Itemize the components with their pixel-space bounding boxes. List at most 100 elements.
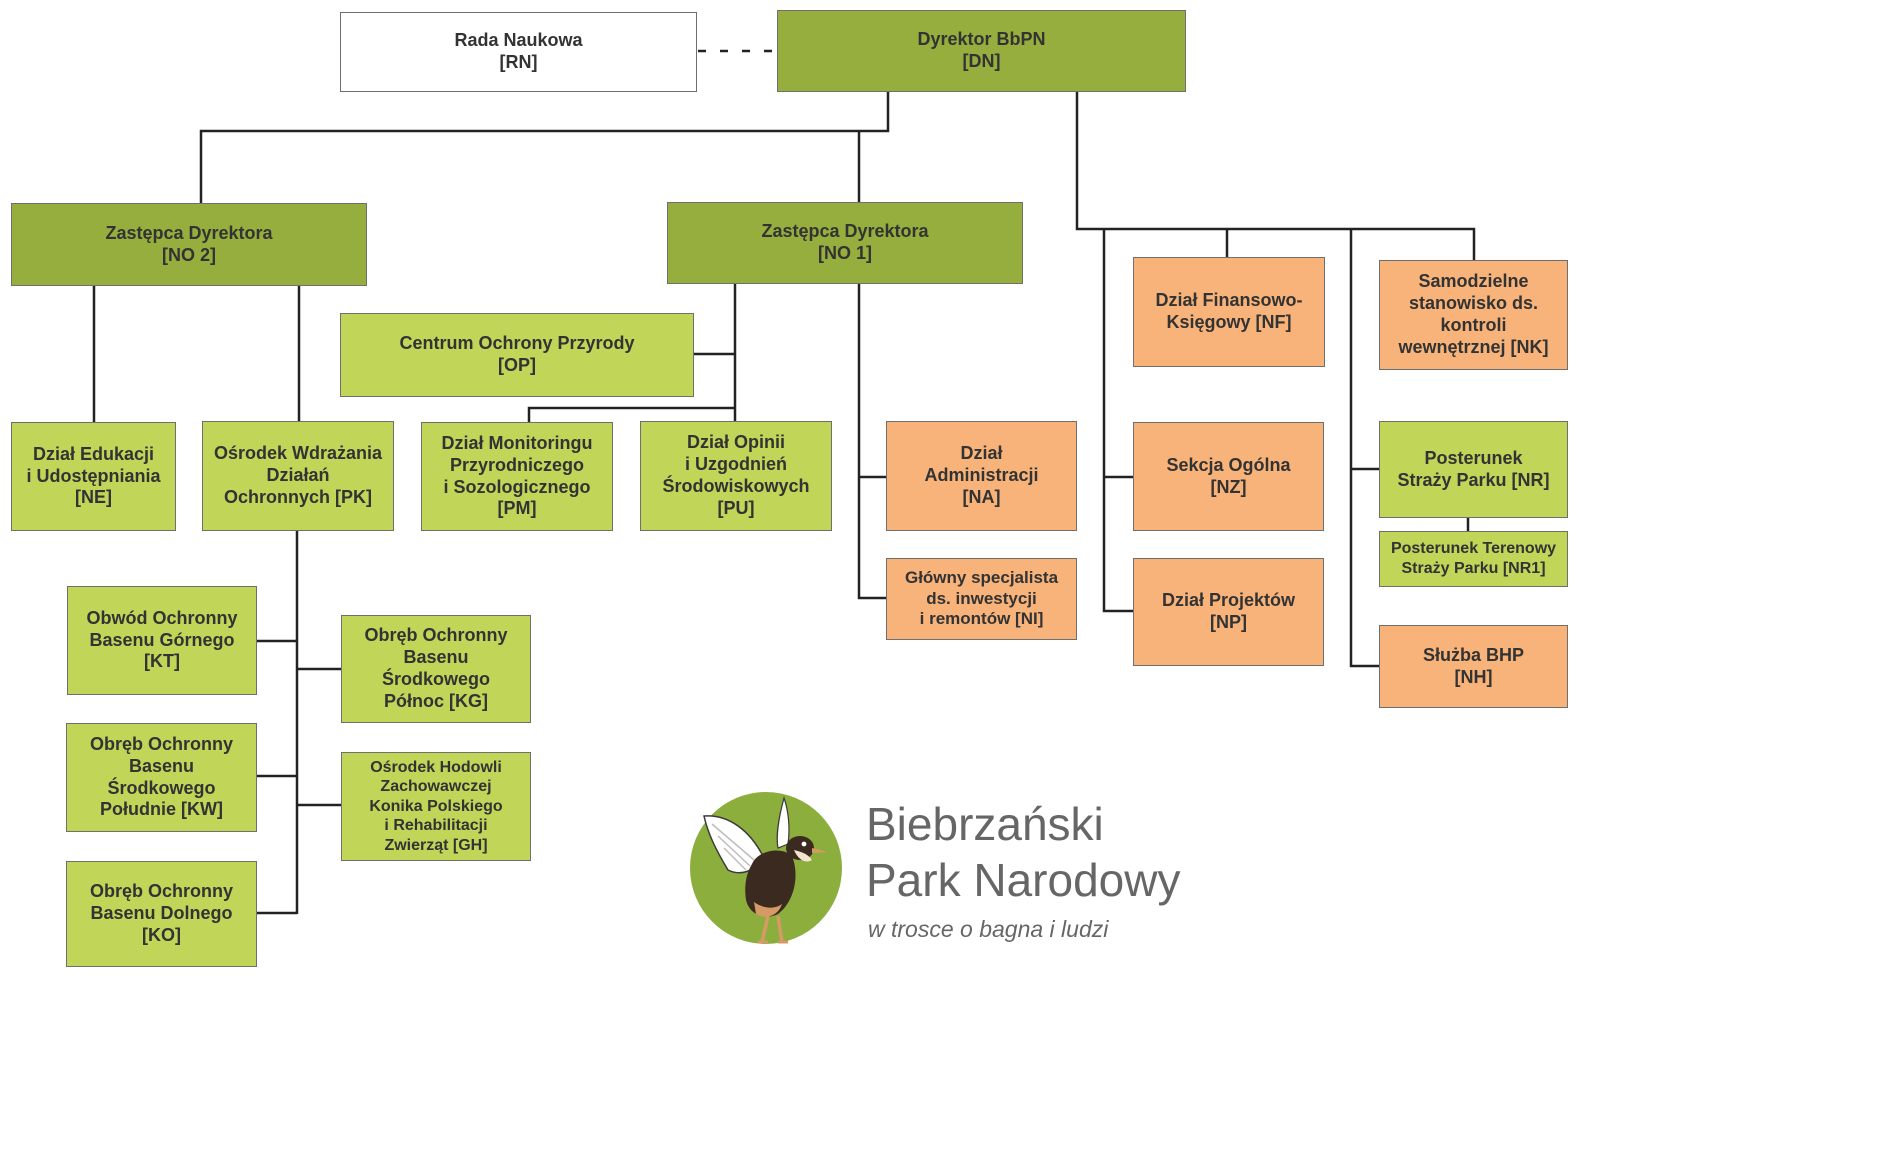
- centrum-ochrony-przyrody-box: Centrum Ochrony Przyrody[OP]: [340, 313, 694, 397]
- box-line: [KO]: [142, 924, 181, 945]
- box-line: Zwierząt [GH]: [384, 836, 488, 854]
- box-line: i Sozologicznego: [443, 476, 591, 497]
- connector-nz-np-bus: [1102, 229, 1133, 613]
- box-line: Dział Opinii: [686, 432, 785, 453]
- box-line: Basenu: [128, 755, 195, 776]
- zastepca-no1-box: Zastępca Dyrektora[NO 1]: [667, 202, 1023, 284]
- box-line: Basenu Górnego: [89, 629, 235, 650]
- logo-name-line2: Park Narodowy: [866, 854, 1181, 906]
- box-line: Obręb Ochronny: [89, 881, 233, 902]
- sekcja-ogolna-box: Sekcja Ogólna[NZ]: [1133, 422, 1324, 531]
- ruff-bird-icon: [690, 792, 842, 944]
- connector-lines: [92, 49, 1476, 915]
- box-line: [NO 2]: [162, 244, 216, 265]
- dzial-projektow-box: Dział Projektów[NP]: [1133, 558, 1324, 666]
- box-line: [OP]: [498, 355, 536, 375]
- box-line: Zastępca Dyrektora: [761, 221, 929, 242]
- rada-naukowa-box: Rada Naukowa[RN]: [340, 12, 697, 92]
- box-line: [NH]: [1454, 666, 1493, 687]
- box-line: Dział Projektów: [1161, 590, 1296, 611]
- box-line: i remontów [NI]: [919, 609, 1044, 629]
- box-line: [DN]: [962, 51, 1001, 71]
- org-chart: Rada Naukowa[RN] Dyrektor BbPN[DN] Zastę…: [11, 10, 1568, 967]
- box-line: Zastępca Dyrektora: [105, 222, 273, 243]
- box-line: [NP]: [1210, 612, 1247, 632]
- box-line: stanowisko ds.: [1408, 293, 1539, 314]
- dyrektor-box: Dyrektor BbPN[DN]: [777, 10, 1186, 92]
- box-line: Dział: [960, 443, 1003, 464]
- box-line: Przyrodniczego: [449, 454, 585, 475]
- box-line: Dział Monitoringu: [441, 432, 593, 453]
- box-line: Konika Polskiego: [369, 797, 503, 815]
- box-line: wewnętrznej [NK]: [1398, 336, 1549, 357]
- box-line: Służba BHP: [1422, 644, 1524, 665]
- box-line: Centrum Ochrony Przyrody: [399, 333, 635, 354]
- box-line: Dyrektor BbPN: [917, 29, 1046, 50]
- zastepca-no2-box: Zastępca Dyrektora[NO 2]: [11, 203, 367, 286]
- box-line: Ośrodek Hodowli: [370, 758, 502, 776]
- box-line: [NO 1]: [818, 243, 872, 263]
- connector-dn-no2: [199, 92, 890, 203]
- connector-na-ni-bus: [857, 284, 886, 600]
- logo-tagline: w trosce o bagna i ludzi: [868, 916, 1109, 942]
- box-line: ds. inwestycji: [926, 588, 1037, 608]
- box-line: i Udostępniania: [26, 465, 161, 486]
- box-line: Działań: [266, 465, 330, 486]
- connector-nr-nh-bus: [1349, 229, 1379, 668]
- box-line: Północ [KG]: [384, 690, 488, 711]
- box-line: i Uzgodnień: [685, 454, 787, 475]
- box-line: Księgowy [NF]: [1166, 312, 1292, 332]
- connector-dn-right: [1075, 92, 1476, 260]
- box-line: [PM]: [497, 498, 537, 519]
- box-line: Południe [KW]: [100, 799, 223, 820]
- box-line: Zachowawczej: [380, 778, 492, 796]
- box-line: [NZ]: [1210, 476, 1247, 497]
- box-line: Główny specjalista: [904, 567, 1059, 587]
- box-line: Środkowego: [107, 777, 216, 798]
- box-line: Straży Parku [NR]: [1397, 469, 1550, 490]
- box-line: Basenu Dolnego: [90, 903, 233, 924]
- connector-pm: [527, 406, 735, 422]
- sluzba-bhp-box: Służba BHP[NH]: [1379, 625, 1568, 708]
- dzial-finansowo-ksiegowy-box: Dział Finansowo-Księgowy [NF]: [1133, 257, 1325, 367]
- box-line: Obręb Ochronny: [364, 625, 508, 646]
- box-line: Sekcja Ogólna: [1166, 454, 1291, 475]
- box-line: Dział Edukacji: [32, 443, 155, 464]
- box-line: Posterunek: [1424, 447, 1523, 468]
- box-line: Ochronnych [PK]: [223, 486, 372, 507]
- box-line: Dział Finansowo-: [1155, 290, 1303, 311]
- box-line: [NA]: [962, 486, 1001, 507]
- box-line: Posterunek Terenowy: [1390, 540, 1557, 558]
- box-line: kontroli: [1440, 315, 1507, 335]
- box-line: i Rehabilitacji: [384, 817, 488, 835]
- box-line: Straży Parku [NR1]: [1401, 560, 1546, 577]
- box-line: Obręb Ochronny: [89, 733, 233, 754]
- box-line: [RN]: [499, 52, 538, 72]
- box-line: [NE]: [75, 487, 112, 508]
- box-line: Basenu: [403, 647, 469, 668]
- box-line: Rada Naukowa: [454, 30, 583, 51]
- box-line: [KT]: [144, 651, 180, 672]
- box-line: Administracji: [924, 465, 1039, 486]
- box-line: Środkowego: [381, 669, 490, 689]
- box-line: Samodzielne: [1418, 271, 1529, 292]
- logo-name-line1: Biebrzański: [866, 798, 1104, 850]
- box-line: Obwód Ochronny: [86, 607, 238, 628]
- box-line: Ośrodek Wdrażania: [213, 443, 383, 464]
- box-line: [PU]: [717, 497, 755, 518]
- box-line: Środowiskowych: [662, 476, 810, 496]
